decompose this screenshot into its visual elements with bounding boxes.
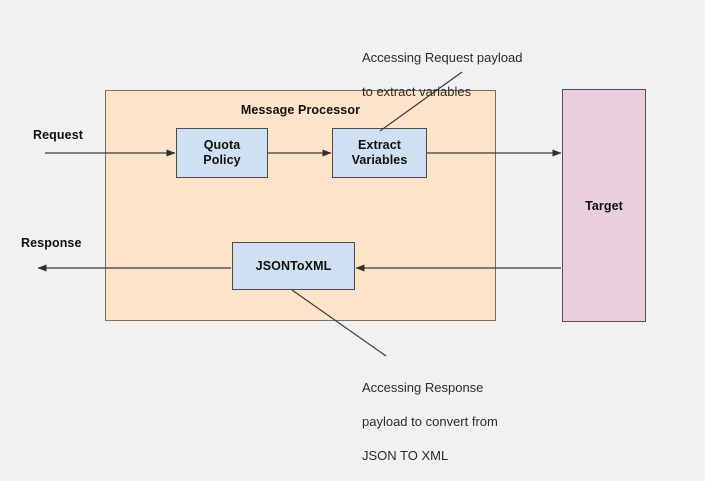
quota-policy-node[interactable]: Quota Policy bbox=[176, 128, 268, 178]
jsontoxml-label: JSONToXML bbox=[255, 258, 332, 273]
extract-variables-node[interactable]: Extract Variables bbox=[332, 128, 427, 178]
response-annotation-line1: Accessing Response bbox=[362, 380, 484, 395]
request-annotation-line1: Accessing Request payload bbox=[362, 50, 523, 65]
request-label: Request bbox=[33, 128, 84, 142]
target-node[interactable]: Target bbox=[562, 89, 646, 322]
leader-line-response-annotation bbox=[291, 289, 387, 357]
response-annotation-line2: payload to convert from bbox=[362, 414, 498, 429]
diagram-canvas: Message Processor Target Quota Policy Ex… bbox=[21, 32, 646, 463]
request-annotation-line2: to extract variables bbox=[362, 84, 472, 99]
response-label: Response bbox=[21, 236, 82, 250]
leader-line-request-annotation bbox=[379, 71, 463, 132]
extract-variables-label-line2: Variables bbox=[351, 153, 408, 167]
jsontoxml-node[interactable]: JSONToXML bbox=[232, 242, 355, 290]
extract-variables-label-line1: Extract bbox=[357, 138, 402, 152]
target-label: Target bbox=[585, 198, 623, 213]
message-processor-title: Message Processor bbox=[240, 103, 361, 117]
request-annotation: Accessing Request payload to extract var… bbox=[362, 32, 522, 117]
response-annotation: Accessing Response payload to convert fr… bbox=[362, 362, 498, 481]
response-annotation-line3: JSON TO XML bbox=[362, 448, 449, 463]
quota-policy-label-line2: Policy bbox=[203, 153, 241, 167]
quota-policy-label-line1: Quota bbox=[203, 138, 241, 152]
connector-layer bbox=[37, 71, 562, 357]
